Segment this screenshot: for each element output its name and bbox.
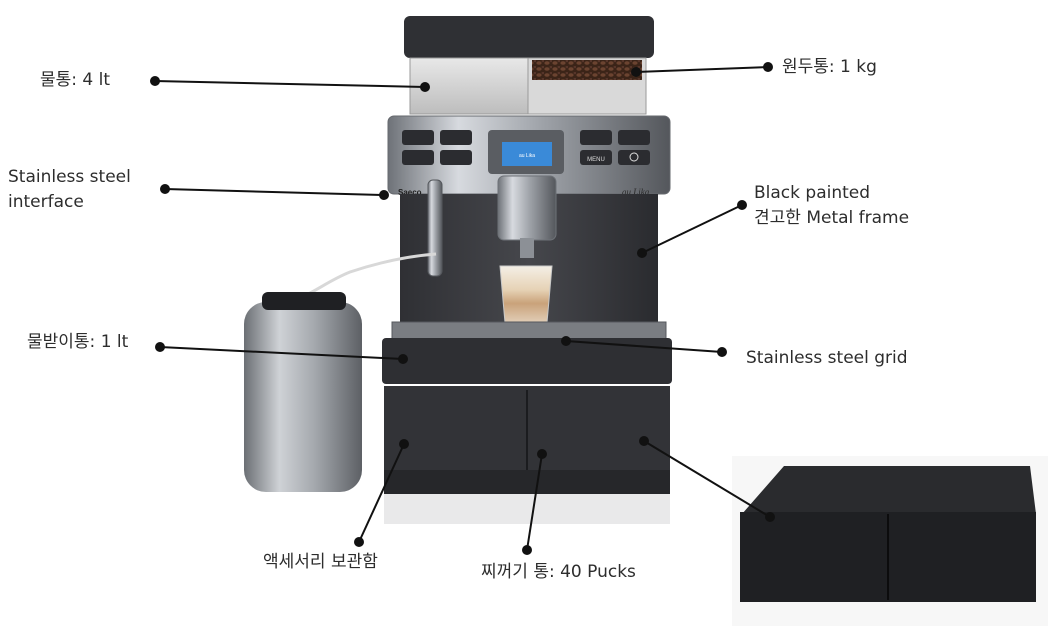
right-buttons bbox=[580, 130, 650, 165]
display-text: au Lika bbox=[519, 153, 535, 159]
label-steel-interface: Stainless steel interface bbox=[8, 167, 131, 212]
display-screen bbox=[502, 142, 552, 166]
label-drip-tray: 물받이통: 1 lt bbox=[27, 332, 129, 352]
callout-line-accessory-box bbox=[358, 443, 405, 543]
drink-button[interactable] bbox=[580, 130, 612, 145]
callout-dots bbox=[150, 62, 775, 555]
inset-cabinet-top bbox=[742, 466, 1036, 514]
callout-dot bbox=[717, 347, 727, 357]
power-icon bbox=[629, 152, 639, 162]
callout-dot bbox=[155, 342, 165, 352]
coffee-spout bbox=[497, 175, 557, 241]
top-lid bbox=[404, 16, 654, 58]
callout-dot bbox=[160, 184, 170, 194]
milk-container bbox=[244, 292, 362, 492]
label-bean-hopper: 원두통: 1 kg bbox=[782, 57, 877, 77]
callout-line-steel-grid bbox=[565, 340, 723, 353]
callout-dot bbox=[420, 82, 430, 92]
callout-line-inset bbox=[643, 440, 771, 518]
drink-button[interactable] bbox=[618, 130, 650, 145]
callout-line-grounds-bin bbox=[526, 453, 543, 551]
spout-nozzle bbox=[520, 238, 534, 258]
callout-dot bbox=[522, 545, 532, 555]
callout-dot bbox=[399, 439, 409, 449]
drip-grid bbox=[391, 321, 667, 341]
callout-dot bbox=[354, 537, 364, 547]
callout-dot bbox=[379, 190, 389, 200]
drink-button[interactable] bbox=[402, 150, 434, 165]
callout-line-steel-interface bbox=[164, 188, 385, 196]
reflection bbox=[384, 494, 670, 524]
callout-dot bbox=[631, 67, 641, 77]
coffee-beans bbox=[532, 60, 642, 80]
callout-dot bbox=[763, 62, 773, 72]
power-button[interactable] bbox=[618, 150, 650, 165]
callout-dot bbox=[150, 76, 160, 86]
drink-button[interactable] bbox=[440, 130, 472, 145]
callout-line-bean-hopper bbox=[635, 66, 769, 73]
label-steel-grid: Stainless steel grid bbox=[746, 348, 908, 368]
left-buttons bbox=[402, 130, 472, 165]
steam-wand bbox=[427, 179, 443, 277]
drink-button[interactable] bbox=[440, 150, 472, 165]
callout-dot bbox=[639, 436, 649, 446]
callout-dot bbox=[637, 248, 647, 258]
label-metal-frame: Black painted 견고한 Metal frame bbox=[754, 183, 910, 228]
model-logo: au Lika bbox=[622, 187, 650, 197]
menu-button[interactable] bbox=[580, 150, 612, 165]
label-water-tank: 물통: 4 lt bbox=[40, 70, 111, 90]
drip-tray bbox=[382, 338, 672, 384]
brand-logo: Saeco bbox=[398, 188, 422, 197]
cabinet-kick bbox=[384, 470, 670, 494]
callout-dot bbox=[765, 512, 775, 522]
callout-dot bbox=[537, 449, 547, 459]
callout-line-metal-frame bbox=[641, 204, 743, 254]
label-grounds-bin: 찌꺼기 통: 40 Pucks bbox=[481, 562, 636, 582]
callout-lines bbox=[154, 66, 771, 551]
callout-dot bbox=[398, 354, 408, 364]
milk-jug-body bbox=[244, 302, 362, 492]
inset-photo bbox=[732, 456, 1048, 626]
label-accessory-box: 액세서리 보관함 bbox=[263, 552, 378, 572]
milk-jug-lid bbox=[262, 292, 346, 310]
callout-dot bbox=[737, 200, 747, 210]
callout-line-water-tank bbox=[154, 80, 426, 88]
menu-button-label: MENU bbox=[587, 157, 605, 163]
callout-dot bbox=[561, 336, 571, 346]
drink-button[interactable] bbox=[402, 130, 434, 145]
milk-tube bbox=[299, 252, 437, 300]
callout-line-drip-tray bbox=[159, 346, 404, 360]
coffee-machine: MENU au Lika Saeco au Lika bbox=[382, 16, 672, 494]
